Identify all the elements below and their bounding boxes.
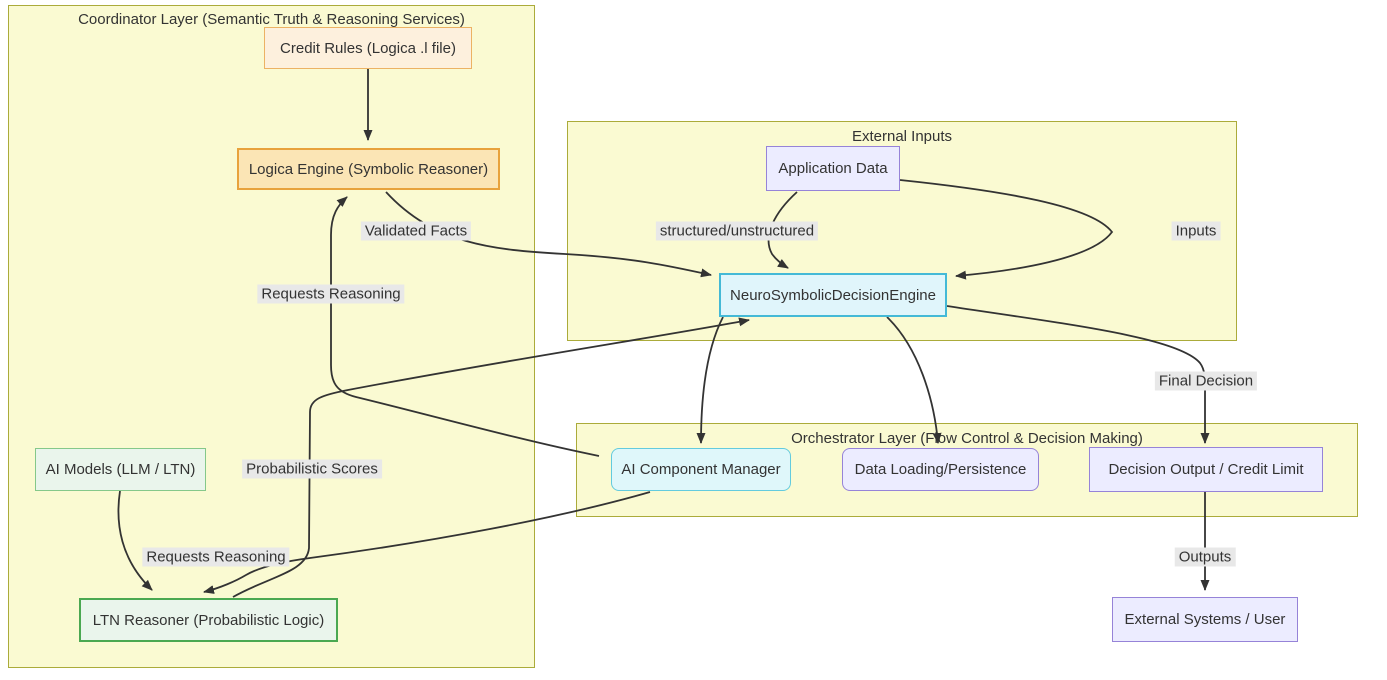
edge-label-requests-reasoning-ltn: Requests Reasoning (142, 547, 290, 567)
node-ai-component-manager: AI Component Manager (611, 448, 791, 491)
node-external-systems-user: External Systems / User (1112, 597, 1298, 642)
container-external-inputs-title: External Inputs (851, 128, 953, 145)
edge-label-outputs: Outputs (1174, 547, 1236, 567)
node-application-data: Application Data (766, 146, 900, 191)
edge-label-final-decision: Final Decision (1154, 371, 1258, 391)
node-ai-models: AI Models (LLM / LTN) (35, 448, 206, 491)
container-orchestrator-title: Orchestrator Layer (Flow Control & Decis… (791, 430, 1143, 447)
edge-label-inputs: Inputs (1171, 221, 1221, 241)
node-logica-engine: Logica Engine (Symbolic Reasoner) (237, 148, 500, 190)
node-ltn-reasoner: LTN Reasoner (Probabilistic Logic) (79, 598, 338, 642)
node-neuro-symbolic-decision-engine: NeuroSymbolicDecisionEngine (719, 273, 947, 317)
edge-label-validated-facts: Validated Facts (360, 221, 472, 241)
container-coordinator-title: Coordinator Layer (Semantic Truth & Reas… (78, 11, 465, 28)
edge-label-probabilistic-scores: Probabilistic Scores (242, 459, 382, 479)
node-credit-rules: Credit Rules (Logica .l file) (264, 27, 472, 69)
edge-label-structured-unstructured: structured/unstructured (655, 221, 819, 241)
container-coordinator-layer: Coordinator Layer (Semantic Truth & Reas… (8, 5, 535, 668)
edge-label-requests-reasoning-logica: Requests Reasoning (257, 284, 405, 304)
node-decision-output-credit-limit: Decision Output / Credit Limit (1089, 447, 1323, 492)
node-data-loading-persistence: Data Loading/Persistence (842, 448, 1039, 491)
